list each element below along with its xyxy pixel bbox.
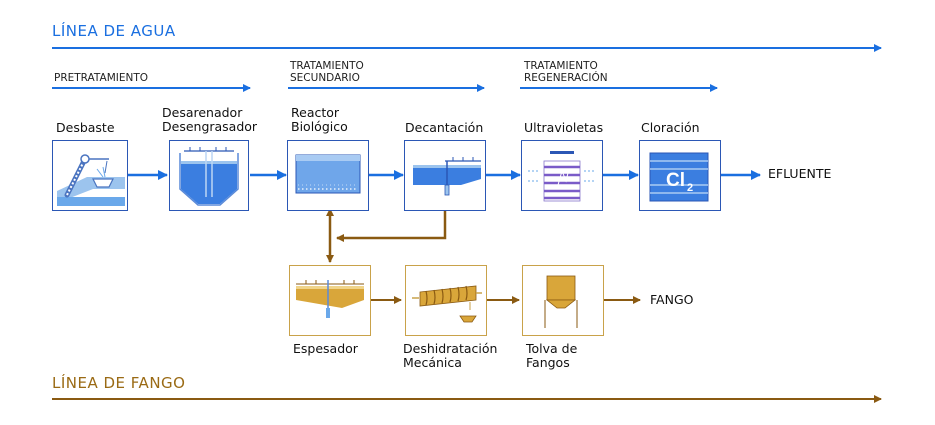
- clarifier-icon: [413, 157, 481, 196]
- label-cloracion: Cloración: [641, 121, 700, 135]
- label-desarenador-line2: Desengrasador: [162, 119, 258, 134]
- uv-lamp-icon: [528, 151, 596, 202]
- dewatering-icon: [412, 285, 482, 323]
- stage-pretreatment: PRETRATAMIENTO: [54, 72, 149, 84]
- label-tolva-line1: Tolva de: [526, 341, 578, 356]
- reactor-box: [287, 140, 369, 211]
- effluent-label: EFLUENTE: [768, 166, 832, 181]
- label-desarenador-line1: Desarenador: [162, 105, 243, 120]
- tolva-box: [522, 265, 604, 336]
- grit-chamber-icon: [179, 147, 239, 206]
- label-reactor-line1: Reactor: [291, 105, 340, 120]
- label-ultravioletas: Ultravioletas: [524, 121, 603, 135]
- water-line-title: LÍNEA DE AGUA: [52, 22, 176, 40]
- chlorine-symbol: Cl: [666, 170, 685, 191]
- stage-secondary-line2: SECUNDARIO: [290, 72, 360, 84]
- desarenador-box: [169, 140, 249, 211]
- thickener-icon: [296, 280, 364, 318]
- label-desbaste: Desbaste: [56, 121, 115, 135]
- stage-regeneration: TRATAMIENTO REGENERACIÓN: [524, 60, 608, 84]
- espesador-box: [289, 265, 371, 336]
- sludge-hopper-icon: [544, 275, 578, 328]
- label-decantacion-line1: Decantación: [405, 120, 484, 135]
- label-desbaste-line1: Desbaste: [56, 120, 115, 135]
- sludge-output-label: FANGO: [650, 292, 694, 307]
- stage-regeneration-line1: TRATAMIENTO: [524, 60, 598, 72]
- label-reactor-line2: Biológico: [291, 119, 348, 134]
- desbaste-box: [52, 140, 128, 211]
- biological-reactor-icon: [295, 154, 361, 194]
- screening-icon: [57, 154, 125, 206]
- stage-secondary: TRATAMIENTO SECUNDARIO: [290, 60, 364, 84]
- sludge-return-line: [336, 211, 447, 242]
- stage-secondary-line1: TRATAMIENTO: [290, 60, 364, 72]
- chlorination-icon: Cl 2: [649, 152, 709, 202]
- deshidratacion-box: [405, 265, 487, 336]
- label-decantacion: Decantación: [405, 121, 483, 135]
- chlorine-subscript: 2: [687, 182, 693, 194]
- label-desarenador: Desarenador Desengrasador: [162, 106, 257, 134]
- cloracion-box: Cl 2: [639, 140, 721, 211]
- label-tolva: Tolva de Fangos: [526, 342, 577, 370]
- label-deshidratacion-line1: Deshidratación: [403, 341, 498, 356]
- label-ultravioletas-line1: Ultravioletas: [524, 120, 604, 135]
- label-tolva-line2: Fangos: [526, 355, 570, 370]
- label-cloracion-line1: Cloración: [641, 120, 700, 135]
- ultravioletas-box: [521, 140, 603, 211]
- label-deshidratacion: Deshidratación Mecánica: [403, 342, 497, 370]
- stage-regeneration-line2: REGENERACIÓN: [524, 72, 608, 84]
- decantacion-box: [404, 140, 486, 211]
- label-espesador: Espesador: [293, 342, 358, 356]
- label-espesador-line1: Espesador: [293, 341, 358, 356]
- label-deshidratacion-line2: Mecánica: [403, 355, 462, 370]
- label-reactor: Reactor Biológico: [291, 106, 348, 134]
- sludge-line-title: LÍNEA DE FANGO: [52, 374, 186, 392]
